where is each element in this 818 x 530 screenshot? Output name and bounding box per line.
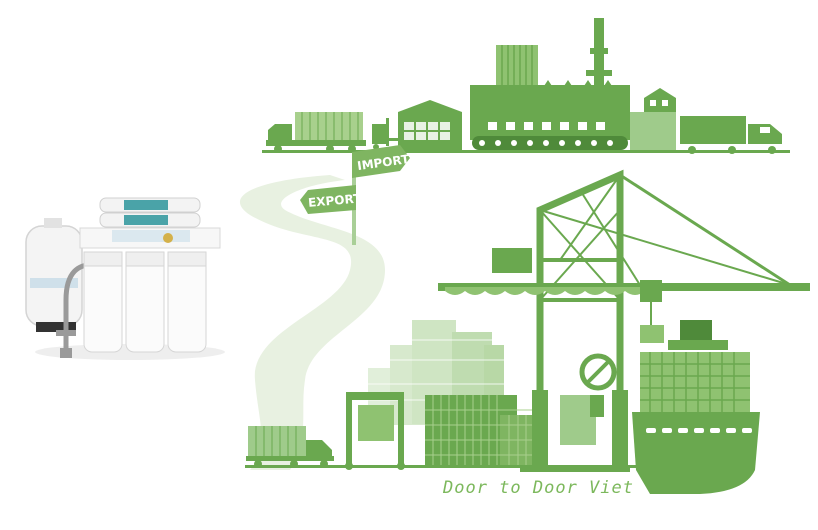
water-filter-system-icon [25,197,225,360]
dock-line [520,468,630,472]
filter-label-strip [112,230,190,242]
factory-ground-line [262,150,790,153]
straddle-carrier-icon [345,392,405,470]
crane-boom-supports [445,287,645,295]
crane-trolley [640,280,662,302]
truck-icon [680,116,782,154]
crane-machine-house [492,248,532,273]
warehouse-icon [398,100,462,150]
export-sign-label: EXPORT [308,191,363,210]
filter-canister [125,251,165,353]
import-sign: IMPORT [352,145,411,178]
port-scene: Door to Door Viet [245,169,810,498]
pallet-stack [630,112,676,150]
brand-seal-icon [163,233,173,243]
house-icon [644,88,676,112]
road-path [239,175,385,470]
forklift-icon [372,118,399,150]
port-ground-line [245,465,645,468]
container-stack-icon [425,395,534,465]
crane-base [532,390,628,468]
export-sign: EXPORT [300,185,363,214]
filter-canister [83,251,123,353]
membrane-label [124,215,168,225]
truck-icon [246,426,334,468]
brand-text: Door to Door Viet [442,478,634,498]
truck-icon [266,112,366,153]
container-ship-icon [632,320,760,494]
filter-canister [167,251,207,353]
membrane-label [124,200,168,210]
crane-spreader-container [640,325,664,343]
factory-scene [262,18,790,154]
factory-icon [470,18,630,150]
signpost-icon: IMPORT EXPORT [300,145,411,245]
